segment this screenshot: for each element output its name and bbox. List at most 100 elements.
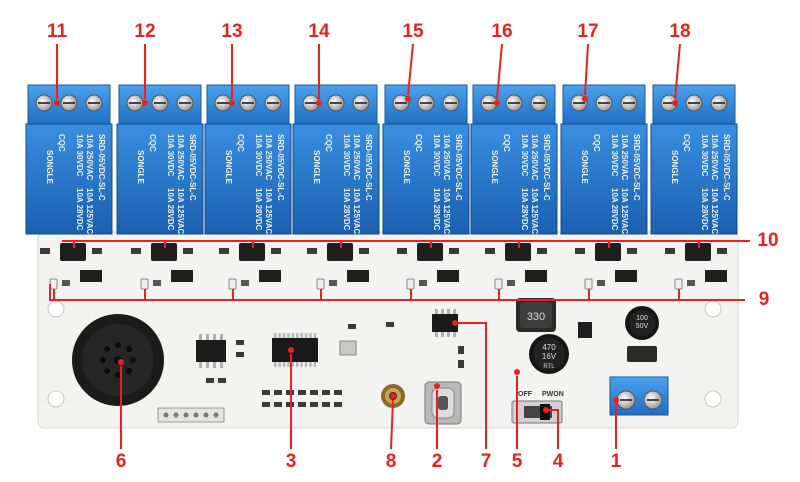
callout-number: 15 [402,21,424,42]
callout-number: 17 [577,21,598,42]
crystal [339,340,357,356]
callout-number: 6 [116,451,127,472]
relay-cert: CQC [324,134,333,152]
relay-rating: 10A 30VDC [700,134,709,177]
callout-dot [54,100,60,106]
callout-dot [672,100,678,106]
relay-body [292,123,380,235]
callout-dot [494,100,500,106]
relay-rating: 10A 30VDC [342,134,351,177]
relay-body [382,123,470,235]
smd-resistor [537,248,547,254]
cap-large-series: RTL [543,364,555,370]
flyback-diode [347,270,369,282]
relay-model: SRD-05VDC-SL-C [188,134,197,201]
mounting-hole [704,390,722,408]
callout-line [49,284,745,301]
relay-rating: 10A 250VAC [264,134,273,180]
ic-pin [313,362,317,367]
indicator-led [494,278,503,290]
relay-rating: 10A 250VAC [442,134,451,180]
callout-number: 4 [553,451,564,472]
relay-rating: 10A 250VAC [85,134,94,180]
relay-rating: 10A 250VAC [620,134,629,180]
relay-model: SRD-05VDC-SL-C [97,134,106,201]
callout-dot [582,96,588,102]
relay-brand: SONGLE [312,150,321,184]
relay-brand: SONGLE [224,150,233,184]
relay-rating: 10A 250VAC [352,134,361,180]
relay-body [204,123,292,235]
relay-rating: 10A 30VDC [254,134,263,177]
transistor [685,243,711,261]
relay-brand: SONGLE [45,150,54,184]
callout-dot [390,393,396,399]
relay-rating: 10A 250VAC [710,134,719,180]
relay-model: SRD-05VDC-SL-C [276,134,285,201]
flyback-diode [525,270,547,282]
relay-rating: 10A 28VDC [432,188,441,231]
transistor [151,243,177,261]
callout-number: 9 [759,289,770,310]
indicator-led [140,278,149,290]
relay-rating: 10A 30VDC [166,134,175,177]
transistor [60,243,86,261]
ic-pin [274,333,277,338]
callout-dot [288,347,294,353]
switch-label-off: OFF [518,391,533,398]
smd-resistor [687,280,695,286]
transistor [417,243,443,261]
smd-resistor [241,280,249,286]
mounting-hole [47,300,65,318]
ic-pin [296,362,299,367]
relay-rating: 10A 28VDC [520,188,529,231]
smd-resistor [131,248,141,254]
relay-model: SRD-05VDC-SL-C [722,134,731,201]
relay-rating: 10A 250VAC [530,134,539,180]
relay-cert: CQC [148,134,157,152]
smd-resistor [183,248,193,254]
ic-pin [313,333,317,338]
usb-c-port [424,381,462,425]
relay-rating: 10A 28VDC [700,188,709,231]
transistor [327,243,353,261]
relay-rating: 10A 125VAC [176,188,185,234]
relay-cert: CQC [236,134,245,152]
ic-pin [287,333,290,338]
callout-number: 11 [47,21,68,42]
smd-resistor [219,248,229,254]
transistor [595,243,621,261]
callout-dot [514,369,520,375]
smd-resistor [153,280,161,286]
small-ic [196,334,226,368]
callout-number: 2 [432,451,443,472]
smd-resistor [627,248,637,254]
callout-number: 16 [491,21,512,42]
relay-cert: CQC [592,134,601,152]
callout-line [455,322,487,449]
callout-line [407,43,414,96]
ic-pin [291,362,295,367]
indicator-led [316,278,325,290]
smd-resistor [92,248,102,254]
ic-pin [304,362,308,367]
smd-resistor [397,248,407,254]
electrolytic-capacitor-large: 470 16V RTL [529,334,569,374]
ic-pin [300,362,303,367]
indicator-led [406,278,415,290]
charger-ic [432,309,458,337]
callout-number: 10 [757,230,778,251]
flyback-diode [171,270,193,282]
callout-number: 3 [286,451,297,472]
